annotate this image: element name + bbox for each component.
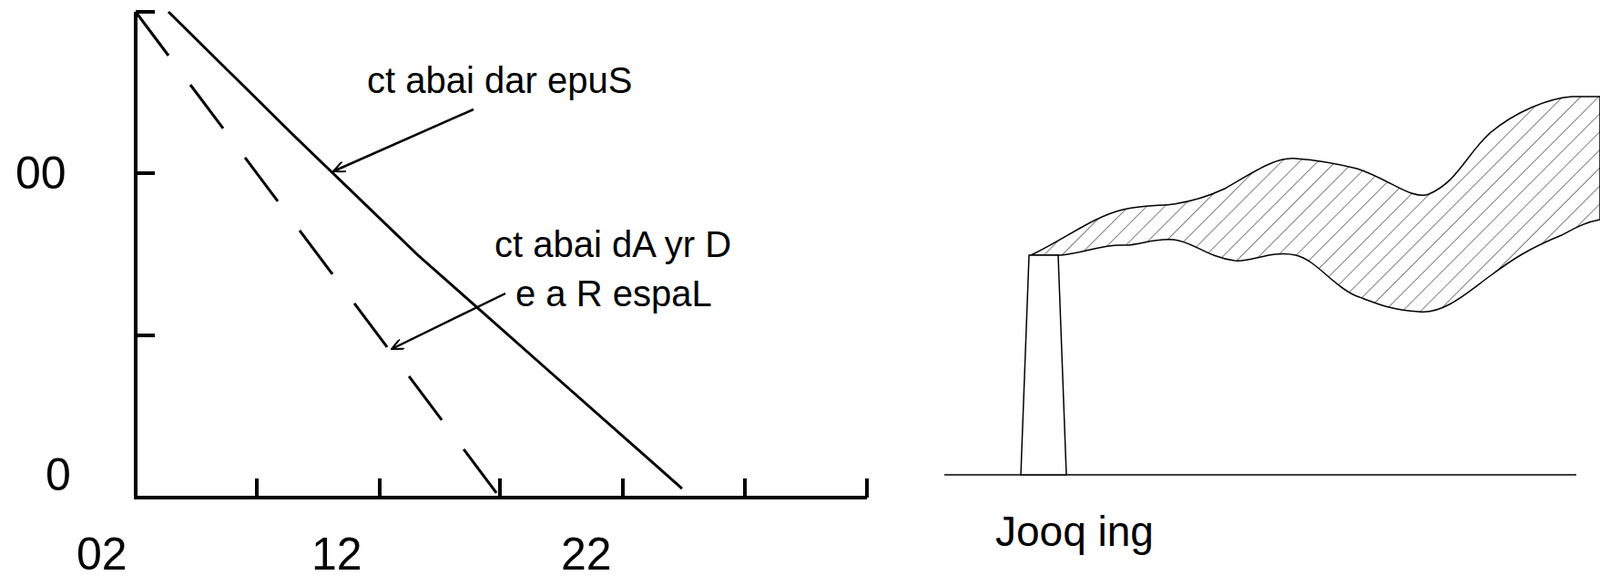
axis-value: 02 bbox=[76, 530, 128, 577]
curve-label: e a R espaL bbox=[515, 275, 713, 312]
plume-label: Jooq ing bbox=[995, 509, 1154, 552]
curve-label: ct abai dA yr D bbox=[494, 225, 732, 263]
axis-value: 22 bbox=[560, 530, 612, 577]
smoke-plume bbox=[1030, 96, 1600, 312]
chart-axes bbox=[133, 11, 867, 500]
chimney bbox=[1020, 254, 1067, 475]
leader-arrow bbox=[391, 293, 506, 349]
curve-label: ct abai dar epuS bbox=[366, 61, 632, 99]
axis-value: 00 bbox=[15, 150, 67, 196]
axis-value: 0 bbox=[45, 451, 72, 498]
leader-arrow bbox=[333, 109, 474, 172]
axis-value: 12 bbox=[311, 530, 363, 577]
